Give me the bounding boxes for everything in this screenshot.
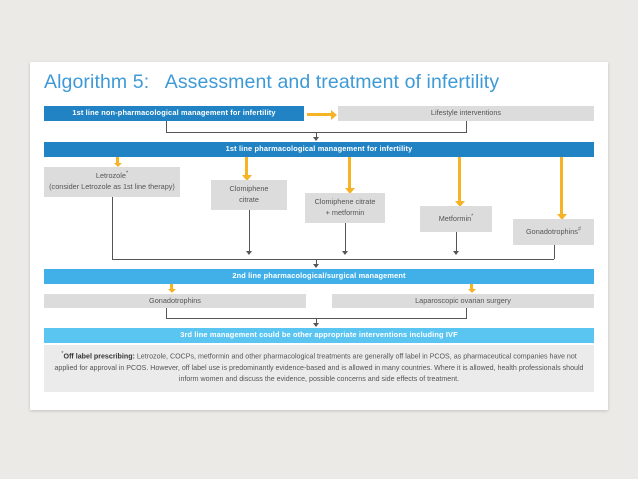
arrow-right-to-lifestyle-icon <box>307 109 337 120</box>
box-clomiphene-citrate-line2: citrate <box>239 195 259 204</box>
box-clomiphene-metformin-line1: Clomiphene citrate <box>314 197 376 207</box>
arrow-down-to-gonadotrophins-icon <box>556 157 567 220</box>
connector-line <box>166 121 167 133</box>
arrow-down-to-gonadotrophins-2nd-icon <box>166 284 177 293</box>
footnote-marker: * <box>61 351 64 357</box>
footnote-body: Letrozole, COCPs, metformin and other ph… <box>54 352 584 384</box>
slide-card: Algorithm 5: Assessment and treatment of… <box>30 62 608 410</box>
box-clomiphene-citrate-metformin[interactable]: Clomiphene citrate + metformin <box>305 193 385 223</box>
connector-arrow-icon <box>313 264 319 268</box>
connector-line <box>456 232 457 252</box>
connector-arrow-icon <box>313 137 319 141</box>
box-gonadotrophins-2nd-line[interactable]: Gonadotrophins <box>44 294 306 308</box>
connector-arrow-icon <box>246 251 252 255</box>
connector-line <box>554 245 555 259</box>
connector-line <box>316 132 317 138</box>
connector-line <box>112 259 554 260</box>
box-lifestyle-interventions[interactable]: Lifestyle interventions <box>338 106 594 121</box>
arrow-down-to-metformin-icon <box>454 157 465 207</box>
box-clomiphene-metformin-line2: + metformin <box>325 208 365 217</box>
box-letrozole-line2: (consider Letrozole as 1st line therapy) <box>49 182 175 191</box>
page-title: Algorithm 5: Assessment and treatment of… <box>44 71 500 93</box>
arrow-down-to-letrozole-icon <box>112 157 123 167</box>
connector-line <box>466 121 467 133</box>
arrow-down-to-clomiphene-icon <box>241 157 252 181</box>
footnote-off-label-prescribing: *Off label prescribing: Letrozole, COCPs… <box>44 345 594 392</box>
connector-line <box>345 223 346 252</box>
box-letrozole[interactable]: Letrozole* (consider Letrozole as 1st li… <box>44 167 180 197</box>
arrow-down-to-clomiphene-metformin-icon <box>344 157 355 194</box>
connector-line <box>316 318 317 324</box>
connector-line <box>166 308 167 319</box>
connector-line <box>316 259 317 265</box>
connector-arrow-icon <box>313 323 319 327</box>
box-gonadotrophins-1st-line[interactable]: Gonadotrophins# <box>513 219 594 245</box>
box-laparoscopic-ovarian-surgery[interactable]: Laparoscopic ovarian surgery <box>332 294 594 308</box>
box-metformin[interactable]: Metformin* <box>420 206 492 232</box>
arrow-down-to-laparoscopic-surgery-icon <box>466 284 477 293</box>
footnote-lead: Off label prescribing: <box>63 352 135 361</box>
box-clomiphene-citrate[interactable]: Clomiphene citrate <box>211 180 287 210</box>
connector-arrow-icon <box>342 251 348 255</box>
connector-arrow-icon <box>453 251 459 255</box>
box-gonadotrophins-label: Gonadotrophins# <box>526 226 581 236</box>
bar-3rd-line-management[interactable]: 3rd line management could be other appro… <box>44 328 594 343</box>
bar-2nd-line-management[interactable]: 2nd line pharmacological/surgical manage… <box>44 269 594 284</box>
box-letrozole-line1: Letrozole* <box>95 171 129 181</box>
bar-1st-line-non-pharmacological[interactable]: 1st line non-pharmacological management … <box>44 106 304 121</box>
box-clomiphene-citrate-line1: Clomiphene <box>229 184 269 194</box>
connector-line <box>112 197 113 259</box>
bar-1st-line-pharmacological[interactable]: 1st line pharmacological management for … <box>44 142 594 157</box>
box-metformin-label: Metformin* <box>438 213 474 223</box>
connector-line <box>466 308 467 319</box>
connector-line <box>249 210 250 252</box>
